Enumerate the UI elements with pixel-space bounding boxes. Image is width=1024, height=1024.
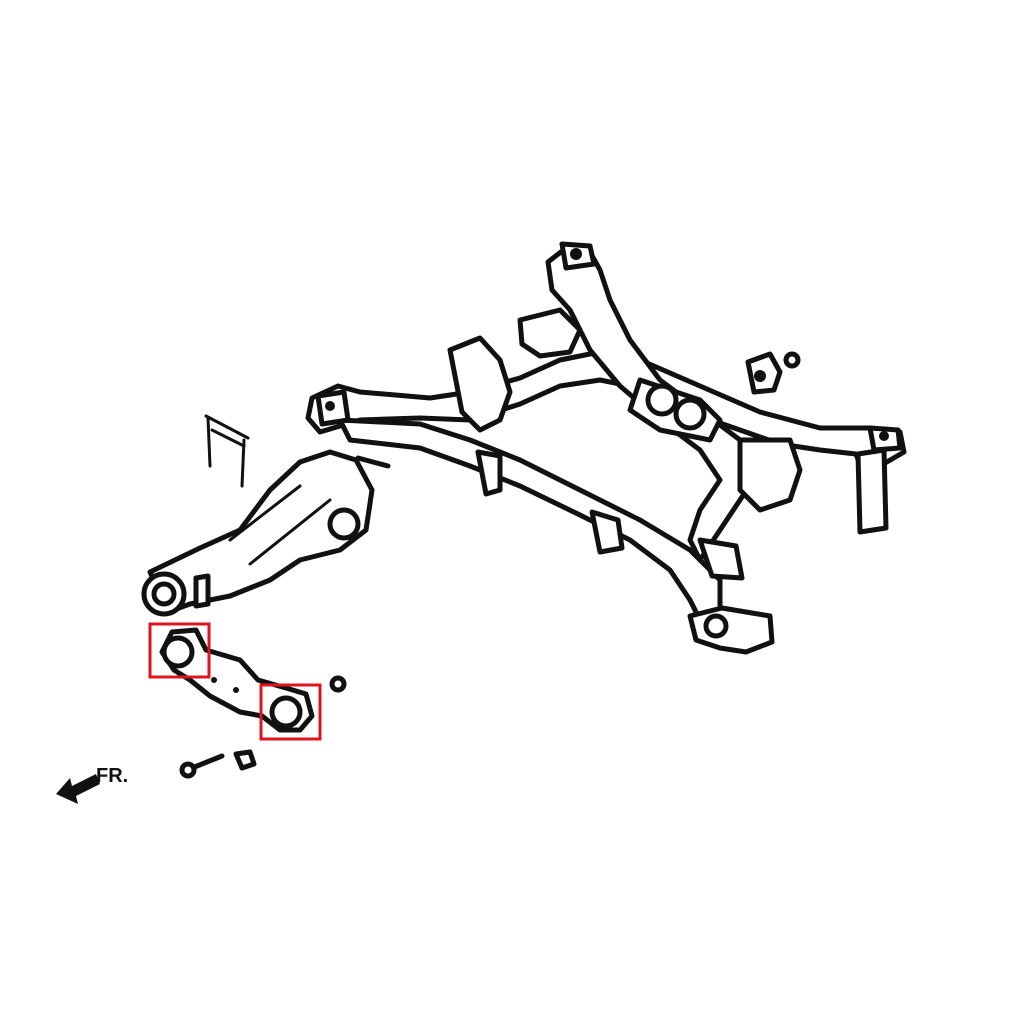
front-arrow-icon xyxy=(56,774,100,804)
u-bolt xyxy=(204,414,250,488)
differential-mount-arm xyxy=(159,627,315,733)
washer xyxy=(329,675,347,693)
bushing-highlight-front xyxy=(148,622,211,679)
nut xyxy=(233,749,257,771)
bushing-highlight-rear xyxy=(259,683,322,741)
differential-housing xyxy=(141,449,391,617)
front-direction-indicator: FR. xyxy=(56,765,128,804)
bolt xyxy=(179,753,225,779)
rear-subframe xyxy=(305,241,907,655)
direction-label: FR. xyxy=(96,765,128,787)
